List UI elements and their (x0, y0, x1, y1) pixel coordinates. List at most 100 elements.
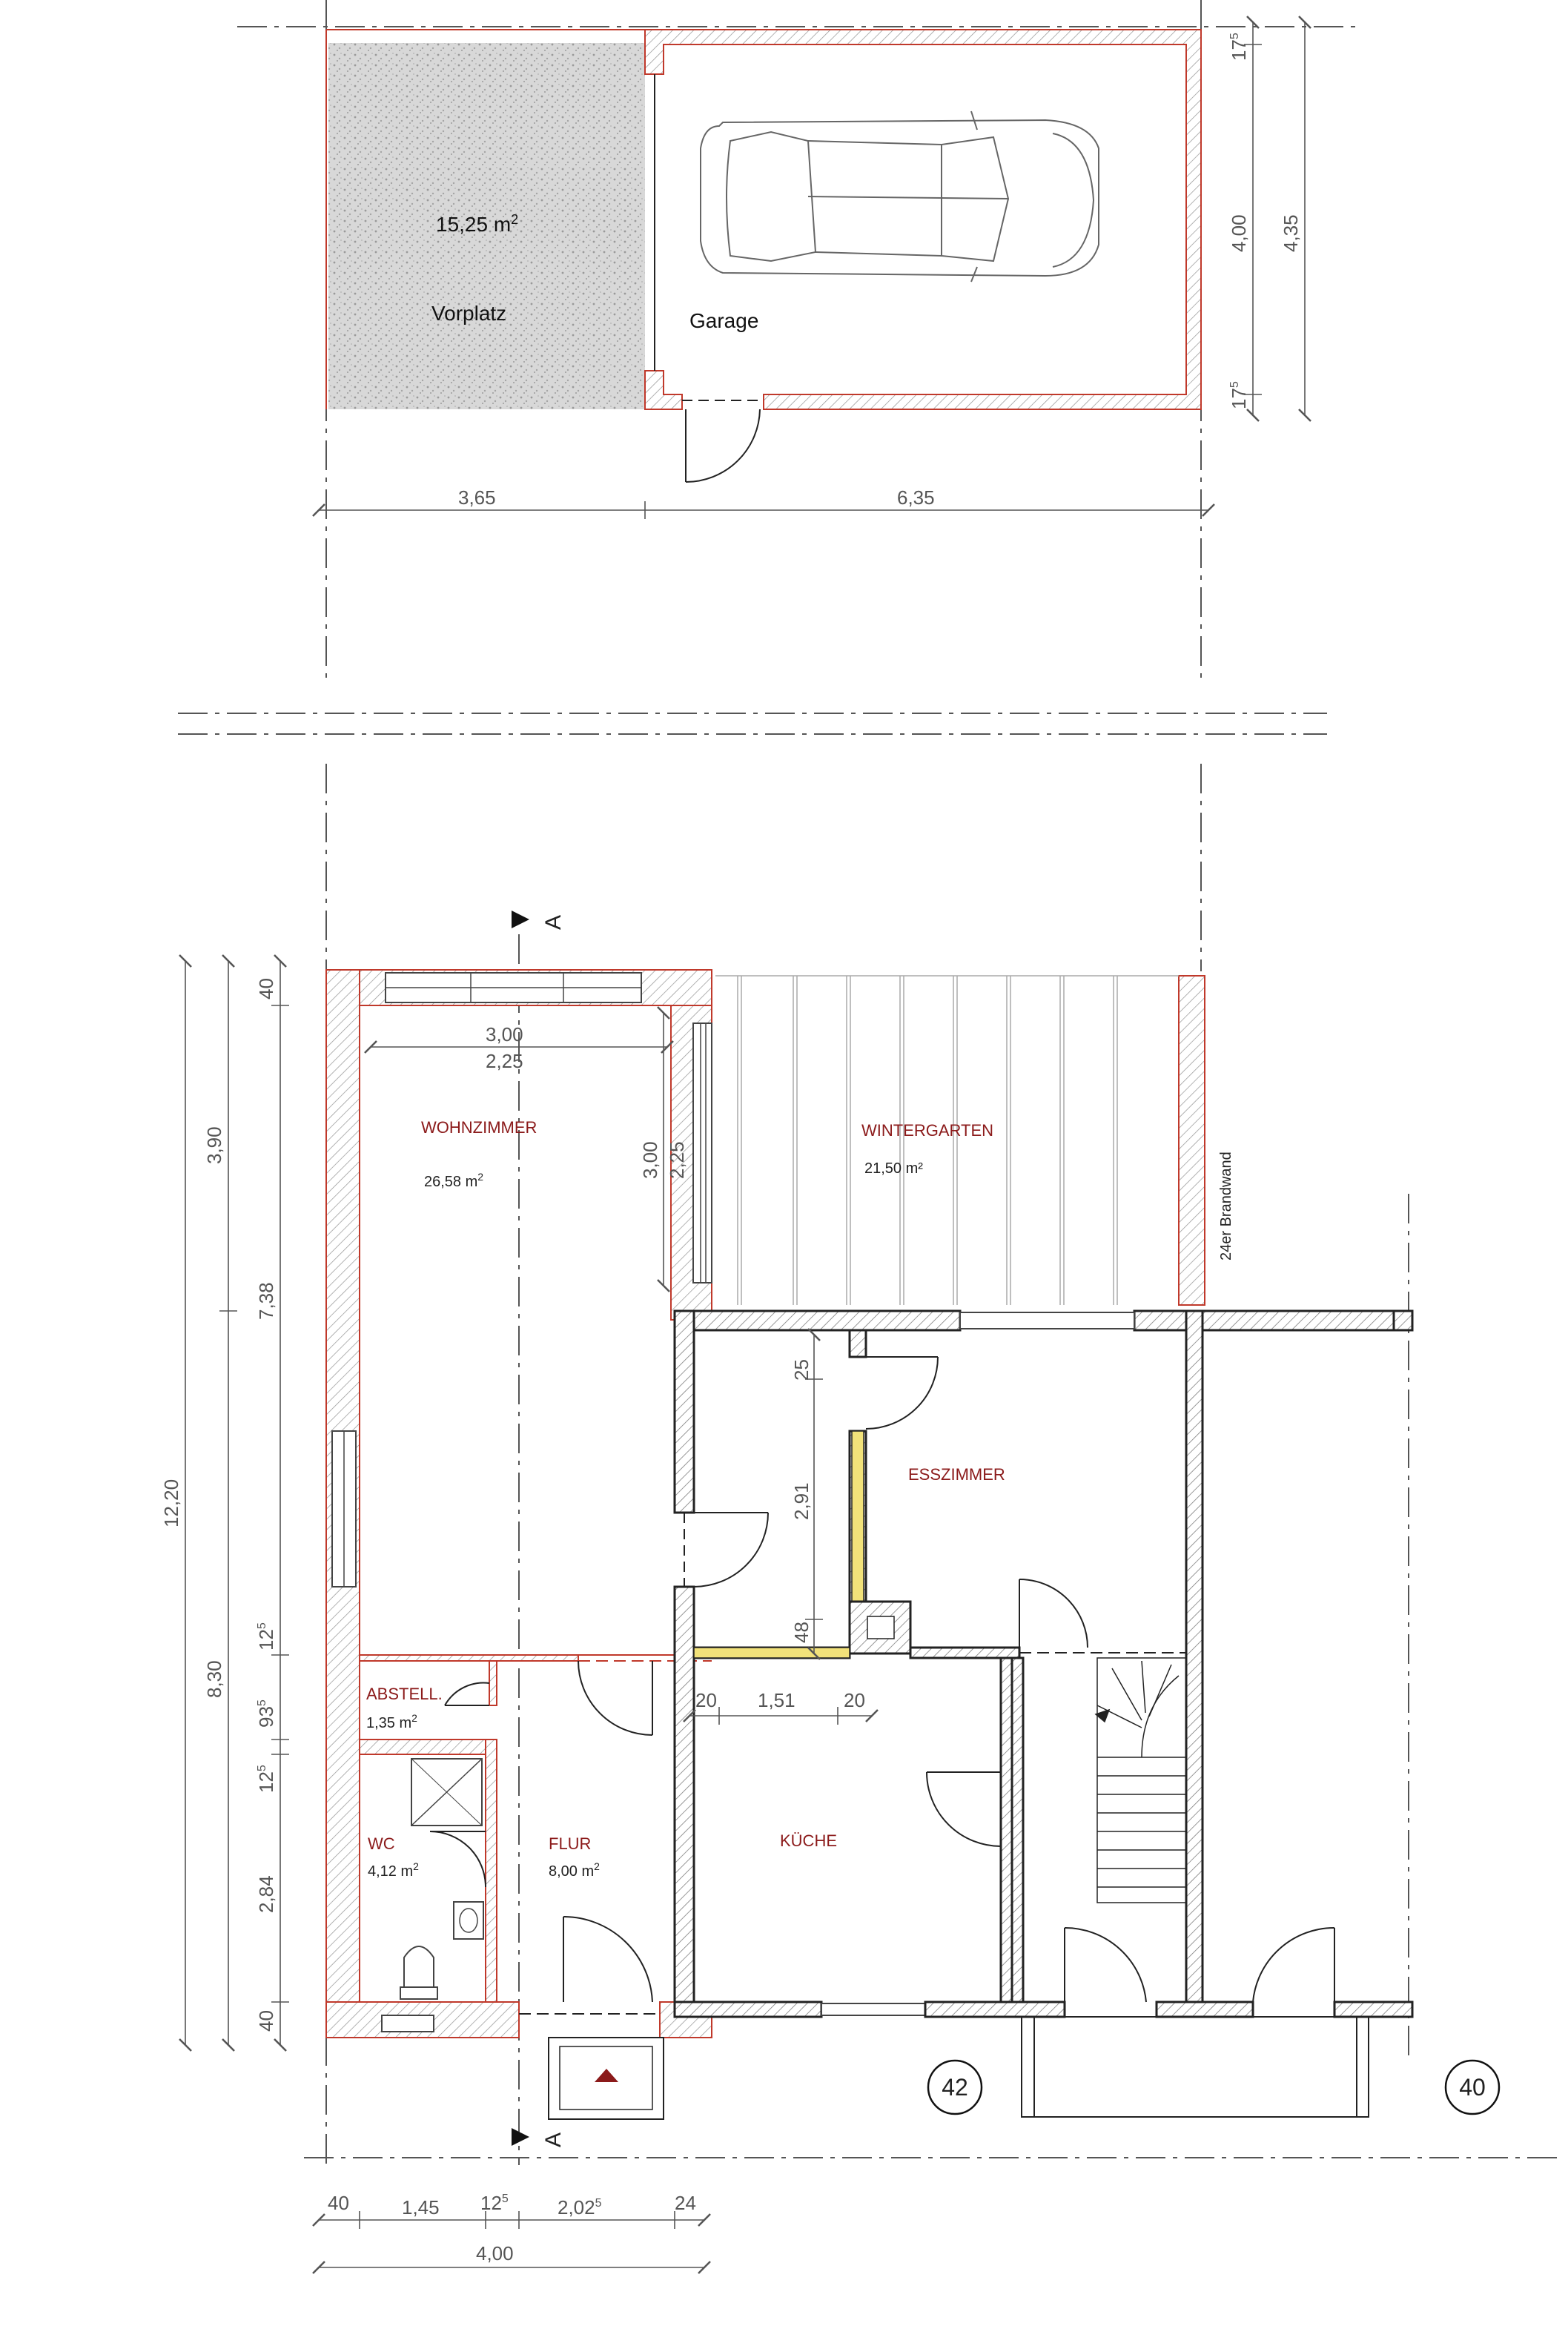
house-number-40: 40 (1459, 2074, 1486, 2101)
dim-7-38: 7,38 (255, 1282, 277, 1320)
area-flur: 8,00 m2 (549, 1860, 600, 1880)
dim-b-1-45: 1,45 (402, 2196, 440, 2218)
dim-wz-2-25: 2,25 (486, 1050, 523, 1072)
garage-dimensions: 3,65 6,35 175 4,00 175 4,35 (312, 16, 1311, 519)
garage-wall-left (644, 370, 683, 410)
room-kueche: KÜCHE (780, 1831, 837, 1850)
area-wintergarten: 21,50 m² (864, 1160, 923, 1177)
kueche-wall-bottom (673, 2001, 823, 2018)
dim-12-5-a: 125 (255, 1622, 277, 1651)
wc-wall-divider (359, 1739, 497, 1755)
esszimmer-wall-inner (848, 1329, 867, 1358)
entrance-steps (548, 2037, 664, 2120)
dim-b-40: 40 (328, 2192, 349, 2214)
bottom-dimensions: 40 1,45 125 2,025 24 4,00 (312, 2192, 711, 2274)
section-label-bottom: A (541, 2132, 566, 2147)
dim-93-5: 935 (255, 1699, 277, 1728)
wohnzimmer-window-top (385, 972, 642, 1003)
abstell-door (444, 1682, 490, 1706)
kueche-yellow-wall (693, 1647, 850, 1659)
dim-b-2-02-5: 2,025 (558, 2196, 602, 2218)
dim-3-90: 3,90 (203, 1126, 225, 1164)
wc-window (381, 2015, 434, 2032)
flur-door-top (578, 1660, 653, 1736)
stair-wall-right (1185, 1309, 1204, 2018)
house-number-42: 42 (942, 2074, 968, 2101)
wintergarten-door (959, 1312, 1135, 1329)
dim-wz-h-2-25: 2,25 (666, 1141, 688, 1179)
esszimmer-wall-top-right (1133, 1309, 1414, 1332)
inner-wall-wohnzimmer-flur (359, 1654, 579, 1662)
staircase (1094, 1657, 1187, 1903)
neighbour-wall-bottom (1333, 2001, 1414, 2018)
dim-12-5-b: 125 (255, 1765, 277, 1793)
dim-3-65: 3,65 (458, 486, 496, 509)
dim-17-5-bottom: 175 (1228, 381, 1250, 409)
stair-wall-bottom (1155, 2001, 1254, 2018)
section-marker-top: A (512, 911, 566, 930)
shower-icon (411, 1758, 483, 1826)
kueche-wall-left-lower (673, 1585, 695, 2018)
kueche-dimensions: 20 1,51 20 (683, 1689, 879, 1725)
stair-wall-left (1010, 1656, 1025, 2018)
garage-label: Garage (689, 309, 758, 332)
entrance-steps-right (1021, 2016, 1369, 2118)
wohnzimmer-dimensions: 3,00 2,25 3,00 2,25 (364, 1006, 688, 1292)
dim-6-35: 6,35 (897, 486, 935, 509)
esszimmer-door-lower (1019, 1579, 1088, 1648)
garage-door (682, 400, 764, 483)
left-dimensions: 12,20 3,90 8,30 40 7,38 125 935 125 2,84… (160, 954, 289, 2052)
area-wohnzimmer: 26,58 m2 (424, 1171, 483, 1190)
wohnzimmer-sliding-door (692, 1022, 712, 1283)
chimney-icon (848, 1600, 912, 1655)
brandwand-label: 24er Brandwand (1218, 1152, 1234, 1261)
dim-b-12-5: 125 (480, 2192, 509, 2214)
room-wintergarten: WINTERGARTEN (861, 1121, 993, 1140)
dim-40-bottom: 40 (255, 2010, 277, 2032)
house-number-42-badge: 42 (927, 2059, 983, 2115)
kueche-door (926, 1771, 1002, 1847)
abstell-wc-wall-right (489, 1660, 497, 1706)
room-flur: FLUR (549, 1834, 591, 1853)
dim-40-top: 40 (255, 978, 277, 1000)
dim-b-24: 24 (675, 2192, 696, 2214)
wohnzimmer-door-right (684, 1512, 769, 1588)
dim-4-00: 4,00 (1228, 214, 1250, 252)
kueche-window (821, 2003, 926, 2016)
dim-wz-h-3-00: 3,00 (639, 1141, 661, 1179)
dim-b-4-00: 4,00 (476, 2242, 514, 2264)
dim-48: 48 (790, 1622, 813, 1643)
house-door-40 (1252, 1926, 1335, 2003)
garage-plan: 15,25 m2 Vorplatz Garage 3,65 6,35 175 4… (312, 16, 1311, 519)
dim-k-20-b: 20 (844, 1689, 865, 1711)
wc-door (429, 1831, 486, 1888)
entrance-door (519, 1915, 660, 2015)
wc-wall-right (485, 1739, 497, 2003)
area-abstell: 1,35 m2 (366, 1712, 417, 1731)
wintergarten (715, 975, 1205, 1306)
esszimmer-dimensions: 25 2,91 48 (790, 1328, 823, 1660)
vorplatz-surface (328, 43, 645, 409)
dim-4-35: 4,35 (1280, 214, 1302, 252)
kueche-wall-left (673, 1309, 695, 1514)
dim-wz-3-00: 3,00 (486, 1023, 523, 1045)
room-wc: WC (368, 1834, 395, 1853)
car-icon (700, 110, 1099, 283)
dim-k-20-a: 20 (695, 1689, 717, 1711)
dim-2-91: 2,91 (790, 1482, 813, 1520)
room-esszimmer: ESSZIMMER (908, 1465, 1005, 1484)
dim-k-1-51: 1,51 (758, 1689, 795, 1711)
sink-icon (453, 1901, 484, 1940)
esszimmer-kueche-wall-right (909, 1646, 1021, 1659)
kueche-wall-bottom-right (924, 2001, 1066, 2018)
dim-12-20: 12,20 (160, 1479, 182, 1527)
vorplatz-label: Vorplatz (431, 302, 506, 325)
dim-25: 25 (790, 1359, 813, 1381)
room-wohnzimmer: WOHNZIMMER (421, 1118, 537, 1137)
room-abstell: ABSTELL. (366, 1685, 443, 1703)
toilet-icon (400, 1946, 438, 2000)
neighbour-wall-right (1392, 1309, 1414, 1332)
dim-17-5-top: 175 (1228, 33, 1250, 61)
esszimmer-door (865, 1356, 939, 1430)
